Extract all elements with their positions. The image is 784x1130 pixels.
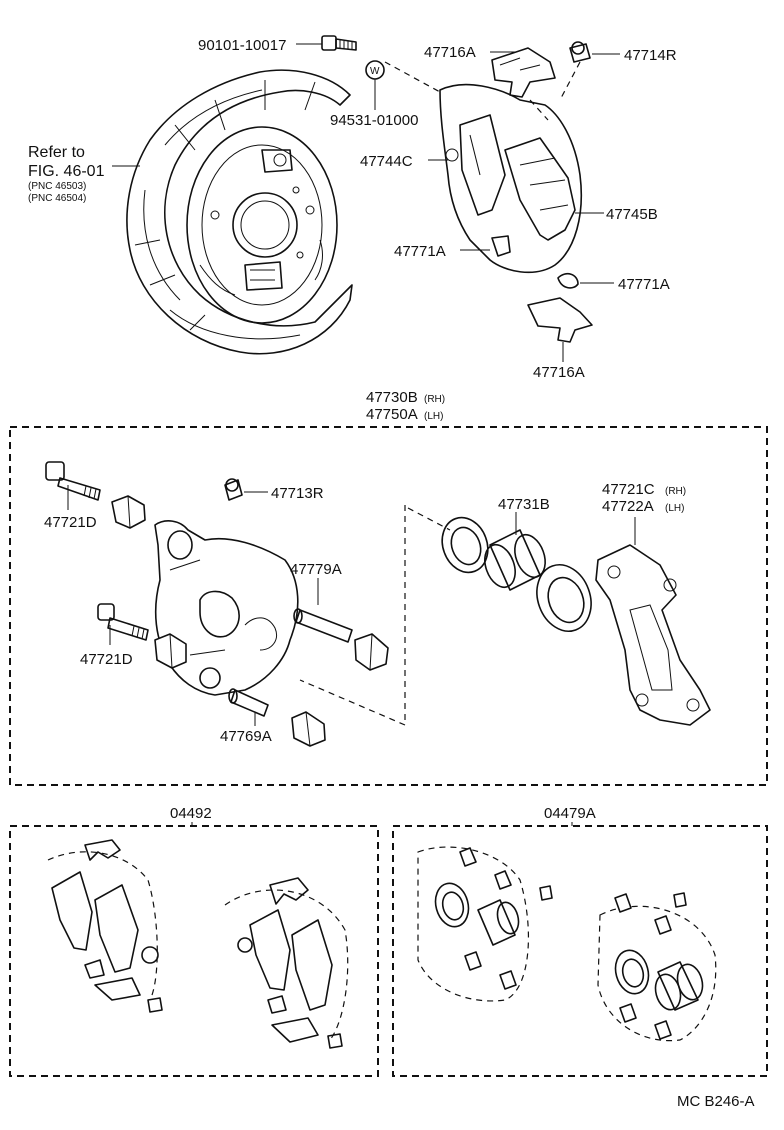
bolt-47721D-top: 47721D	[44, 461, 101, 531]
label-47721D-bottom: 47721D	[80, 651, 133, 668]
bolt-90101-10017: 90101-10017	[198, 35, 357, 54]
label-47716A-top: 47716A	[424, 44, 476, 61]
backing-plate-inner	[186, 126, 338, 324]
drawing-code: MC B246-A	[677, 1093, 755, 1110]
seal-kit-left-set	[417, 846, 553, 1002]
figure-reference: Refer to FIG. 46-01 (PNC 46503) (PNC 465…	[28, 144, 140, 204]
bleeder-47714R: 47714R	[569, 41, 677, 64]
label-rh-2: (RH)	[665, 486, 686, 497]
label-90101-10017: 90101-10017	[198, 37, 286, 54]
label-47779A: 47779A	[290, 561, 342, 578]
pad-47745B: 47745B	[504, 137, 658, 241]
assembly-dash-indicator	[299, 505, 406, 726]
label-47716A-bottom: 47716A	[533, 364, 585, 381]
label-94531-01000: 94531-01000	[330, 112, 418, 129]
label-47731B: 47731B	[498, 496, 550, 513]
pad-kit-box	[9, 825, 379, 1077]
label-47730B: 47730B	[366, 389, 418, 406]
seal-kit-right-set	[597, 892, 717, 1042]
shim-47716A-bottom: 47716A	[527, 297, 593, 381]
piston-dash-indicator	[407, 507, 451, 531]
label-lh-2: (LH)	[665, 503, 684, 514]
bolt-47721D-bottom: 47721D	[80, 603, 149, 668]
caliper-body	[154, 520, 299, 696]
pad-kit-right-set	[224, 877, 349, 1049]
assembly-label: 47730B (RH) 47750A (LH)	[366, 389, 445, 423]
piston-47731B: 47731B	[484, 496, 550, 591]
pnc-46504-text: (PNC 46504)	[28, 193, 86, 204]
caliper-assembly-box	[9, 426, 768, 786]
piston-boot	[536, 564, 592, 632]
mounting-bracket: 47721C (RH) 47722A (LH)	[595, 481, 711, 726]
seal-kit-box	[392, 825, 768, 1077]
pad-47744C: 47744C	[360, 114, 506, 216]
piston-seal-ring	[441, 516, 489, 574]
boot-top-left	[111, 495, 146, 529]
bleeder-47713R: 47713R	[224, 478, 324, 502]
pin-47779A: 47779A	[290, 561, 389, 671]
boot-bottom-left	[154, 633, 187, 669]
label-47714R: 47714R	[624, 47, 677, 64]
clip-47771A-right: 47771A	[557, 272, 670, 293]
pnc-46503-text: (PNC 46503)	[28, 181, 86, 192]
label-47745B: 47745B	[606, 206, 658, 223]
label-47721D-top: 47721D	[44, 514, 97, 531]
label-47771A-right: 47771A	[618, 276, 670, 293]
kit-label-04479A: 04479A	[544, 805, 596, 822]
label-lh-1: (LH)	[424, 411, 443, 422]
label-47750A: 47750A	[366, 406, 418, 423]
washer-mark: W	[370, 66, 380, 77]
kit-label-04492: 04492	[170, 805, 212, 822]
dust-shield-backing-plate	[126, 69, 353, 355]
label-rh-1: (RH)	[424, 394, 445, 405]
label-47771A-left: 47771A	[394, 243, 446, 260]
label-47713R: 47713R	[271, 485, 324, 502]
label-47769A: 47769A	[220, 728, 272, 745]
clip-47771A-left: 47771A	[394, 235, 511, 260]
refer-to-text: Refer to	[28, 144, 85, 161]
label-47744C: 47744C	[360, 153, 413, 170]
pad-kit-left-set	[47, 839, 163, 1013]
shim-47716A-top: 47716A	[424, 44, 556, 98]
caliper-mount-outline	[384, 61, 583, 274]
pin-47769A: 47769A	[220, 688, 326, 747]
figure-ref-text: FIG. 46-01	[28, 163, 105, 180]
washer-94531-01000: W 94531-01000	[330, 60, 418, 129]
label-47721C: 47721C	[602, 481, 655, 498]
label-47722A: 47722A	[602, 498, 654, 515]
